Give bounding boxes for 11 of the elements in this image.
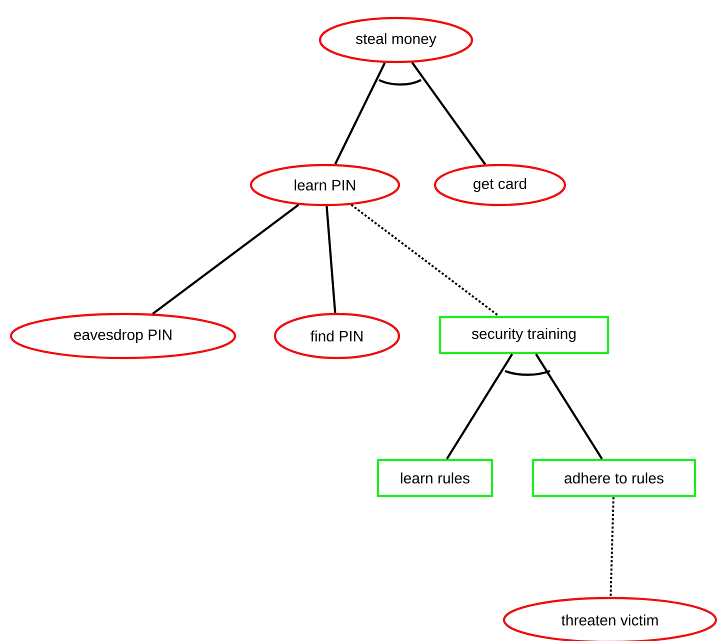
connector-line [446, 354, 514, 460]
connector-line [326, 206, 336, 313]
connector-line [610, 497, 614, 597]
defense-box: learn rules [376, 458, 494, 498]
defense-box: security training [438, 316, 610, 354]
defense-box: adhere to rules [532, 458, 696, 498]
connector-line [152, 204, 300, 315]
connector-line [350, 204, 500, 317]
connector-line [535, 354, 603, 460]
connector-line [334, 62, 386, 165]
connector-line [411, 62, 486, 166]
